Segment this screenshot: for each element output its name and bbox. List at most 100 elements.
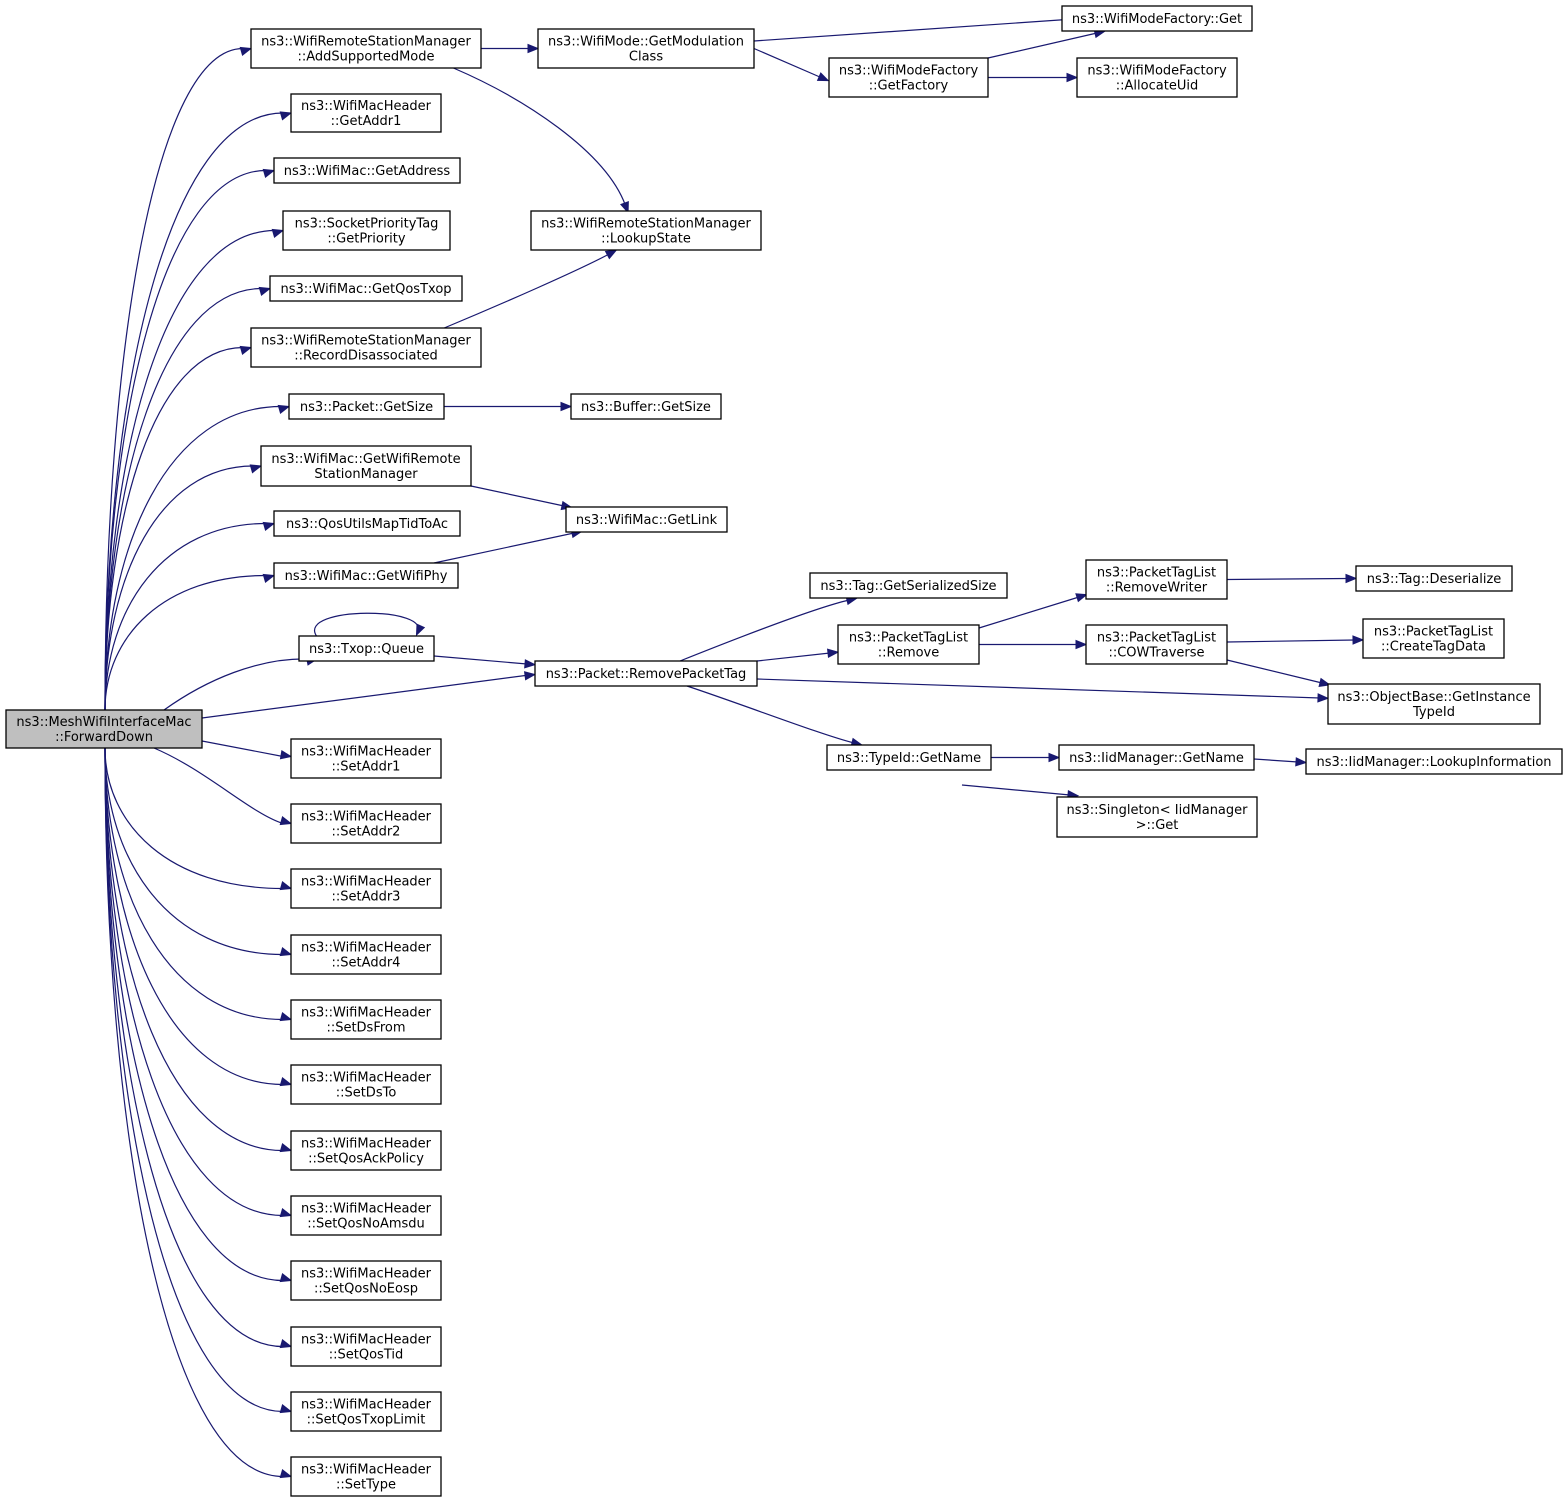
edge-record-disassociated-to-lookup-state xyxy=(443,249,618,329)
node-label: ns3::Packet::GetSize xyxy=(300,400,433,415)
node-tag-get-serialized-size[interactable]: ns3::Tag::GetSerializedSize xyxy=(809,572,1008,599)
node-box xyxy=(1061,5,1253,32)
edge-line xyxy=(433,655,528,665)
node-iid-get-name[interactable]: ns3::IidManager::GetName xyxy=(1058,744,1255,771)
edge-line xyxy=(753,47,822,79)
edge-arrowhead xyxy=(1066,72,1079,83)
node-label: ns3::Tag::GetSerializedSize xyxy=(820,579,996,594)
node-record-disassociated[interactable]: ns3::WifiRemoteStationManager::RecordDis… xyxy=(250,327,482,368)
node-label: ::GetFactory xyxy=(869,79,949,94)
node-box xyxy=(290,868,442,909)
node-packet-tag-list-remove[interactable]: ns3::PacketTagList::Remove xyxy=(837,624,980,665)
node-label: ::RecordDisassociated xyxy=(294,349,438,364)
edge-cow-traverse-to-create-tag-data xyxy=(1226,635,1365,645)
edge-line xyxy=(453,67,626,206)
node-get-wifi-phy[interactable]: ns3::WifiMac::GetWifiPhy xyxy=(273,562,459,589)
edge-txop-queue-to-txop-queue xyxy=(313,612,426,637)
edge-line xyxy=(104,747,284,1152)
edge-get-factory-to-allocate-uid xyxy=(988,72,1079,83)
edge-root-to-set-qos-txop-limit xyxy=(104,747,293,1414)
node-label: ns3::WifiMac::GetWifiPhy xyxy=(285,569,448,584)
node-get-addr1[interactable]: ns3::WifiMacHeader::GetAddr1 xyxy=(290,93,442,133)
node-box xyxy=(290,1195,442,1236)
node-remove-writer[interactable]: ns3::PacketTagList::RemoveWriter xyxy=(1085,559,1228,600)
edge-root-to-get-address xyxy=(104,168,276,711)
edge-root-to-get-priority xyxy=(104,228,285,711)
node-label: ns3::WifiMac::GetQosTxop xyxy=(280,282,451,297)
node-label: ::SetAddr1 xyxy=(332,760,401,775)
node-box xyxy=(290,1260,442,1301)
node-set-type[interactable]: ns3::WifiMacHeader::SetType xyxy=(290,1456,442,1497)
node-singleton-get[interactable]: ns3::Singleton< IidManager>::Get xyxy=(1056,796,1258,838)
node-lookup-information[interactable]: ns3::IidManager::LookupInformation xyxy=(1305,748,1563,775)
node-get-address[interactable]: ns3::WifiMac::GetAddress xyxy=(273,157,461,184)
node-get-qos-txop[interactable]: ns3::WifiMac::GetQosTxop xyxy=(269,275,463,302)
node-get-priority[interactable]: ns3::SocketPriorityTag::GetPriority xyxy=(282,210,451,251)
node-lookup-state[interactable]: ns3::WifiRemoteStationManager::LookupSta… xyxy=(530,210,762,251)
node-type-id-get-name[interactable]: ns3::TypeId::GetName xyxy=(826,744,992,771)
node-label: ns3::IidManager::LookupInformation xyxy=(1316,755,1551,770)
node-set-qos-ack-policy[interactable]: ns3::WifiMacHeader::SetQosAckPolicy xyxy=(290,1130,442,1171)
node-root[interactable]: ns3::MeshWifiInterfaceMac::ForwardDown xyxy=(5,709,203,749)
node-label: ns3::WifiMacHeader xyxy=(301,1202,432,1217)
edge-line xyxy=(104,747,284,1282)
node-set-qos-no-amsdu[interactable]: ns3::WifiMacHeader::SetQosNoAmsdu xyxy=(290,1195,442,1236)
node-cow-traverse[interactable]: ns3::PacketTagList::COWTraverse xyxy=(1085,624,1228,665)
node-label: ::SetQosTid xyxy=(329,1348,403,1363)
node-set-addr3[interactable]: ns3::WifiMacHeader::SetAddr3 xyxy=(290,868,442,909)
edge-line xyxy=(753,18,1075,42)
node-get-factory[interactable]: ns3::WifiModeFactory::GetFactory xyxy=(828,57,989,98)
node-get-link[interactable]: ns3::WifiMac::GetLink xyxy=(565,506,728,533)
node-label: ::AddSupportedMode xyxy=(298,50,435,65)
edge-line xyxy=(1226,639,1356,643)
node-set-qos-tid[interactable]: ns3::WifiMacHeader::SetQosTid xyxy=(290,1326,442,1367)
node-box xyxy=(1076,57,1238,98)
node-box xyxy=(1305,748,1563,775)
node-txop-queue[interactable]: ns3::Txop::Queue xyxy=(298,635,435,662)
edge-line xyxy=(104,747,284,956)
edge-line xyxy=(104,574,267,711)
call-nodes: ns3::MeshWifiInterfaceMac::ForwardDownns… xyxy=(5,5,1563,1497)
node-set-ds-from[interactable]: ns3::WifiMacHeader::SetDsFrom xyxy=(290,999,442,1040)
edge-root-to-set-qos-tid xyxy=(104,747,293,1349)
node-set-addr2[interactable]: ns3::WifiMacHeader::SetAddr2 xyxy=(290,803,442,844)
node-get-wifi-remote-station-manager[interactable]: ns3::WifiMac::GetWifiRemoteStationManage… xyxy=(260,445,472,487)
node-label: ::SetAddr4 xyxy=(332,956,401,971)
node-set-qos-no-eosp[interactable]: ns3::WifiMacHeader::SetQosNoEosp xyxy=(290,1260,442,1301)
edge-txop-queue-to-remove-packet-tag xyxy=(433,655,537,669)
node-tag-deserialize[interactable]: ns3::Tag::Deserialize xyxy=(1355,565,1513,592)
node-label: ::GetPriority xyxy=(327,232,406,247)
edge-root-to-set-qos-no-amsdu xyxy=(104,747,293,1218)
node-set-qos-txop-limit[interactable]: ns3::WifiMacHeader::SetQosTxopLimit xyxy=(290,1391,442,1432)
node-set-ds-to[interactable]: ns3::WifiMacHeader::SetDsTo xyxy=(290,1064,442,1105)
edge-root-to-set-addr3 xyxy=(104,747,293,891)
edge-line xyxy=(163,658,312,711)
node-set-addr4[interactable]: ns3::WifiMacHeader::SetAddr4 xyxy=(290,934,442,975)
edge-cow-traverse-to-get-instance-type-id xyxy=(1226,659,1332,688)
edge-arrowhead xyxy=(262,573,276,583)
edge-arrowhead xyxy=(262,521,276,531)
edge-arrowhead xyxy=(279,1208,293,1218)
edge-arrowhead xyxy=(826,648,840,658)
node-buffer-get-size[interactable]: ns3::Buffer::GetSize xyxy=(570,393,722,420)
node-add-supported-mode[interactable]: ns3::WifiRemoteStationManager::AddSuppor… xyxy=(250,28,482,69)
edge-arrowhead xyxy=(619,201,629,214)
node-remove-packet-tag[interactable]: ns3::Packet::RemovePacketTag xyxy=(534,660,758,687)
edge-arrowhead xyxy=(1317,693,1330,703)
node-box xyxy=(1085,624,1228,665)
node-allocate-uid[interactable]: ns3::WifiModeFactory::AllocateUid xyxy=(1076,57,1238,98)
node-label: ns3::WifiMacHeader xyxy=(301,1267,432,1282)
edge-get-wifi-remote-station-manager-to-get-link xyxy=(470,485,574,511)
node-create-tag-data[interactable]: ns3::PacketTagList::CreateTagData xyxy=(1362,618,1505,659)
node-qos-utils-map-tid-to-ac[interactable]: ns3::QosUtilsMapTidToAc xyxy=(273,510,461,537)
node-box xyxy=(5,709,203,749)
node-box xyxy=(290,803,442,844)
node-packet-get-size[interactable]: ns3::Packet::GetSize xyxy=(288,393,445,420)
edge-arrowhead xyxy=(262,168,276,178)
node-label: ns3::Singleton< IidManager xyxy=(1066,803,1248,818)
node-set-addr1[interactable]: ns3::WifiMacHeader::SetAddr1 xyxy=(290,738,442,779)
node-wifi-mode-factory-get[interactable]: ns3::WifiModeFactory::Get xyxy=(1061,5,1253,32)
